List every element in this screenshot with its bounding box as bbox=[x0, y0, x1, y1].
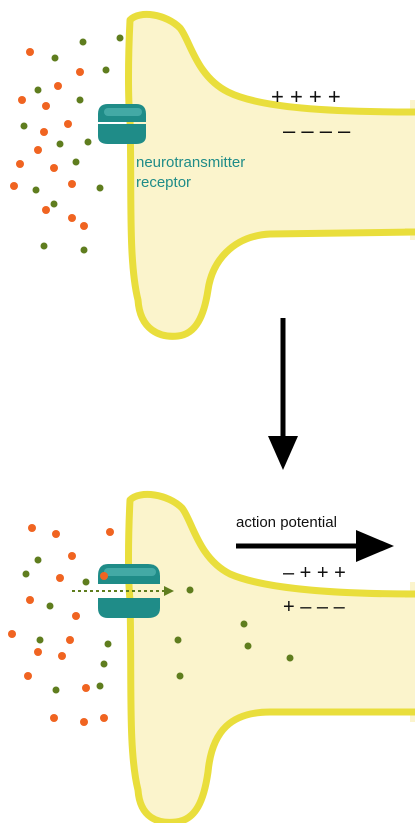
ion-flow-arrow-icon bbox=[72, 586, 174, 596]
bottom-charges-outside: – + + + bbox=[283, 562, 346, 584]
bottom-charges-inside: + – – – bbox=[283, 596, 345, 618]
top-neurotransmitters bbox=[10, 34, 124, 254]
receptor-label-line1: neurotransmitter bbox=[136, 154, 246, 171]
action-potential-label: action potential bbox=[236, 514, 337, 531]
action-potential-arrow-icon bbox=[236, 530, 394, 562]
top-receptor bbox=[98, 104, 146, 144]
top-charges-outside: + + + + bbox=[271, 84, 341, 109]
bottom-neurotransmitters-outside bbox=[8, 524, 114, 726]
receptor-label-line2: receptor bbox=[136, 174, 192, 191]
arrow-down-icon bbox=[268, 318, 298, 470]
top-charges-inside: – – – – bbox=[283, 118, 351, 143]
bottom-receptor-open bbox=[98, 564, 160, 618]
bottom-panel bbox=[8, 490, 415, 823]
top-panel bbox=[10, 10, 415, 340]
bottom-cell-body bbox=[125, 490, 415, 823]
top-cell-body bbox=[125, 10, 415, 340]
bottom-neurotransmitters-inside bbox=[174, 586, 294, 680]
